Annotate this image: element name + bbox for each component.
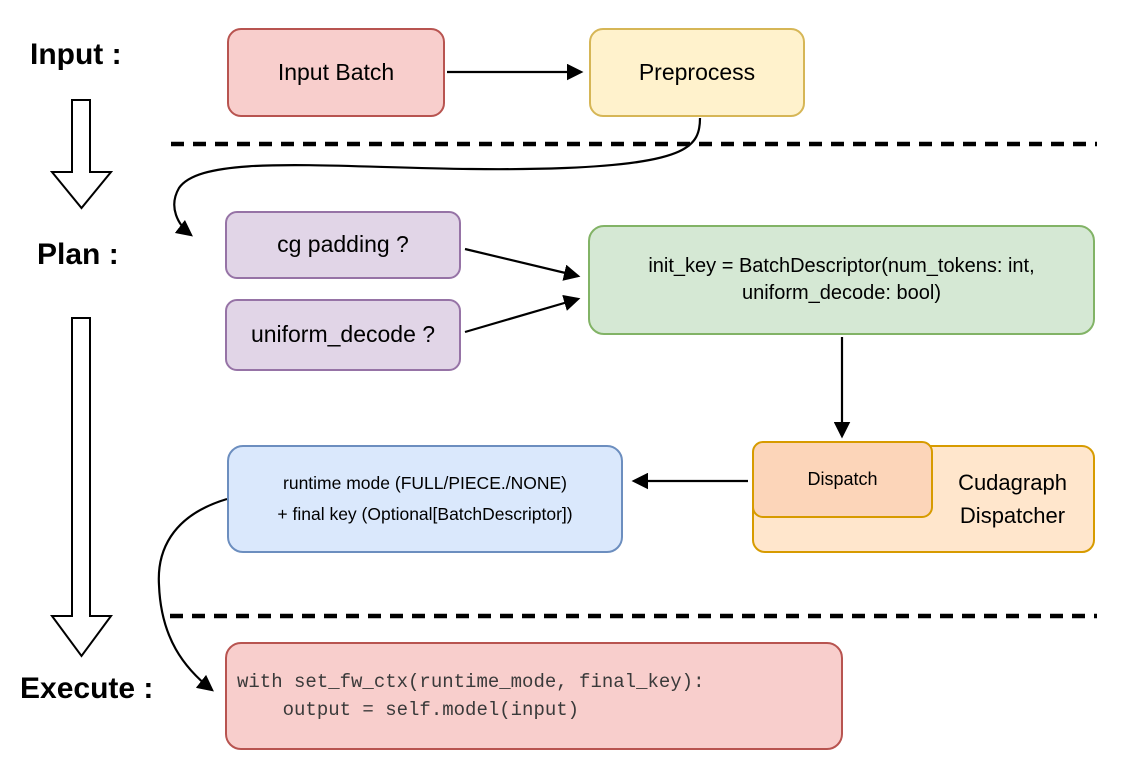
cudagraph-label-line2: Dispatcher [959, 503, 1066, 528]
stage-arrow-input-to-plan-icon [49, 99, 114, 210]
node-cudagraph-dispatcher-label: Cudagraph Dispatcher [930, 445, 1095, 553]
node-uniform-decode-label: uniform_decode ? [250, 321, 436, 348]
cudagraph-label-line1: Cudagraph [958, 470, 1067, 495]
node-runtime-mode-line1: runtime mode (FULL/PIECE./NONE) [283, 472, 567, 493]
node-cg-padding-label: cg padding ? [277, 231, 409, 258]
node-input-batch-label: Input Batch [277, 58, 395, 85]
node-preprocess-label: Preprocess [638, 58, 756, 85]
arrow-uniformdecode-to-initkey [464, 295, 581, 334]
node-init-key: init_key = BatchDescriptor(num_tokens: i… [588, 225, 1095, 335]
execute-code-line2: output = self.model(input) [237, 699, 580, 721]
node-dispatch-label: Dispatch [807, 469, 878, 490]
arrow-preprocess-to-cgpadding [173, 117, 702, 237]
stage-label-execute: Execute : [20, 672, 154, 705]
execute-code-line1: with set_fw_ctx(runtime_mode, final_key)… [237, 670, 705, 693]
node-execute-code: with set_fw_ctx(runtime_mode, final_key)… [225, 642, 843, 750]
stage-label-plan: Plan : [37, 238, 119, 271]
arrow-runtimemode-to-execute [157, 497, 228, 692]
node-dispatch: Dispatch [752, 441, 933, 518]
node-init-key-line1: init_key = BatchDescriptor(num_tokens: i… [648, 255, 1035, 277]
node-uniform-decode: uniform_decode ? [225, 299, 461, 371]
node-runtime-mode-line2: + final key (Optional[BatchDescriptor]) [277, 504, 573, 524]
stage-arrow-plan-to-execute-icon [50, 317, 113, 658]
node-cg-padding: cg padding ? [225, 211, 461, 279]
node-preprocess: Preprocess [589, 28, 805, 117]
node-input-batch: Input Batch [227, 28, 445, 117]
node-runtime-mode: runtime mode (FULL/PIECE./NONE) + final … [227, 445, 623, 553]
node-init-key-line2: uniform_decode: bool) [741, 282, 941, 304]
arrow-cgpadding-to-initkey [464, 247, 581, 281]
stage-label-input: Input : [30, 38, 122, 71]
